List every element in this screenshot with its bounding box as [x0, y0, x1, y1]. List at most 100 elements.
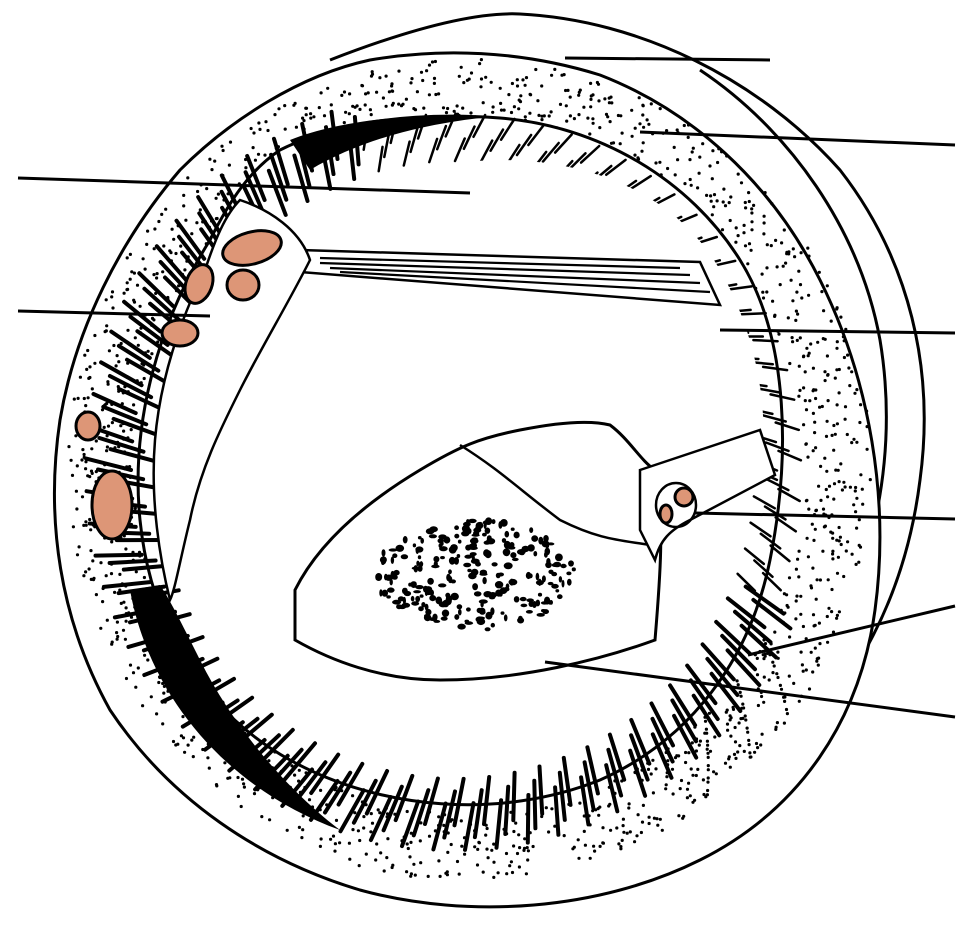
- nodule-dot: [445, 592, 451, 598]
- nodule-dot: [471, 554, 475, 562]
- stipple-dot: [252, 792, 257, 796]
- stipple-dot: [419, 861, 423, 865]
- stipple-dot: [684, 760, 688, 765]
- stipple-dot: [88, 365, 92, 369]
- nodule-dot: [448, 556, 456, 565]
- stipple-dot: [183, 750, 187, 754]
- stipple-dot: [789, 278, 793, 282]
- stipple-dot: [293, 101, 297, 105]
- stipple-dot: [762, 214, 766, 218]
- stipple-dot: [765, 266, 769, 270]
- stipple-dot: [592, 844, 596, 848]
- stipple-dot: [742, 706, 746, 710]
- stipple-dot: [677, 814, 681, 818]
- stipple-dot: [839, 315, 843, 319]
- stipple-dot: [857, 560, 861, 564]
- stipple-dot: [702, 792, 706, 797]
- stipple-dot: [484, 75, 488, 79]
- muscle-stroke: [606, 747, 624, 798]
- stipple-dot: [708, 749, 713, 753]
- stipple-dot: [153, 227, 157, 231]
- stipple-dot: [409, 840, 413, 845]
- stipple-dot: [854, 485, 858, 490]
- stipple-dot: [811, 411, 816, 415]
- nodule-dot: [440, 556, 445, 560]
- stipple-dot: [641, 803, 646, 808]
- nodule-dot: [450, 592, 459, 601]
- stipple-dot: [348, 857, 352, 861]
- stipple-dot: [432, 76, 437, 80]
- stipple-dot: [860, 487, 864, 491]
- nodule-dot: [395, 544, 405, 552]
- stipple-dot: [239, 804, 243, 809]
- stipple-dot: [446, 106, 450, 111]
- muscle-stroke: [116, 343, 161, 373]
- stipple-dot: [831, 552, 835, 556]
- stipple-dot: [485, 826, 489, 831]
- stipple-dot: [761, 653, 765, 657]
- stipple-dot: [741, 702, 745, 706]
- leader-line: [639, 130, 956, 147]
- muscle-stroke: [272, 136, 290, 187]
- stipple-dot: [463, 852, 467, 856]
- muscle-stroke: [107, 558, 158, 565]
- stipple-dot: [798, 336, 802, 340]
- stipple-dot: [595, 80, 600, 85]
- stipple-dot: [457, 872, 461, 876]
- stipple-dot: [797, 269, 801, 273]
- stipple-dot: [362, 826, 366, 830]
- stipple-dot: [125, 256, 129, 260]
- vessel-sheath: [654, 481, 698, 529]
- stipple-dot: [714, 772, 718, 776]
- stipple-dot: [525, 846, 529, 850]
- stipple-dot: [696, 767, 700, 772]
- stipple-dot: [562, 834, 566, 838]
- stipple-dot: [132, 271, 136, 275]
- stipple-dot: [568, 114, 573, 118]
- muscle-stroke: [705, 656, 740, 697]
- muscle-stroke: [137, 271, 175, 308]
- leader-line: [694, 511, 956, 521]
- stipple-dot: [802, 386, 806, 390]
- stipple-dot: [686, 123, 691, 127]
- stipple-dot: [588, 856, 592, 860]
- stipple-dot: [459, 65, 463, 69]
- stipple-dot: [820, 290, 824, 294]
- stipple-dot: [347, 841, 351, 845]
- stipple-dot: [578, 801, 582, 805]
- stipple-dot: [208, 157, 212, 161]
- stipple-dot: [499, 101, 503, 105]
- stipple-dot: [446, 850, 450, 855]
- stipple-dot: [855, 388, 859, 392]
- stipple-dot: [664, 783, 668, 787]
- stipple-dot: [645, 118, 649, 122]
- nodule-dot: [482, 577, 487, 585]
- stipple-dot: [705, 793, 710, 797]
- stipple-dot: [690, 150, 694, 154]
- stipple-dot: [104, 329, 108, 333]
- stipple-dot: [755, 656, 759, 661]
- stipple-dot: [665, 129, 669, 133]
- stipple-dot: [558, 102, 563, 106]
- stipple-dot: [762, 232, 766, 236]
- stipple-dot: [205, 187, 209, 191]
- nodule-dot: [557, 594, 563, 600]
- stipple-dot: [564, 104, 568, 108]
- stipple-dot: [364, 92, 368, 96]
- stipple-dot: [817, 270, 821, 274]
- stipple-dot: [119, 424, 123, 428]
- muscle-stroke: [714, 619, 753, 656]
- stipple-dot: [504, 851, 509, 856]
- stipple-dot: [266, 128, 270, 133]
- muscle-stroke: [761, 365, 789, 372]
- stipple-dot: [833, 432, 837, 436]
- stipple-dot: [761, 290, 765, 294]
- muscle-stroke: [774, 516, 798, 533]
- stipple-dot: [794, 599, 798, 603]
- stipple-dot: [734, 756, 738, 761]
- stipple-dot: [716, 160, 720, 165]
- stipple-dot: [419, 70, 424, 74]
- stipple-dot: [697, 171, 701, 175]
- stipple-dot: [830, 610, 834, 614]
- stipple-dot: [86, 348, 90, 353]
